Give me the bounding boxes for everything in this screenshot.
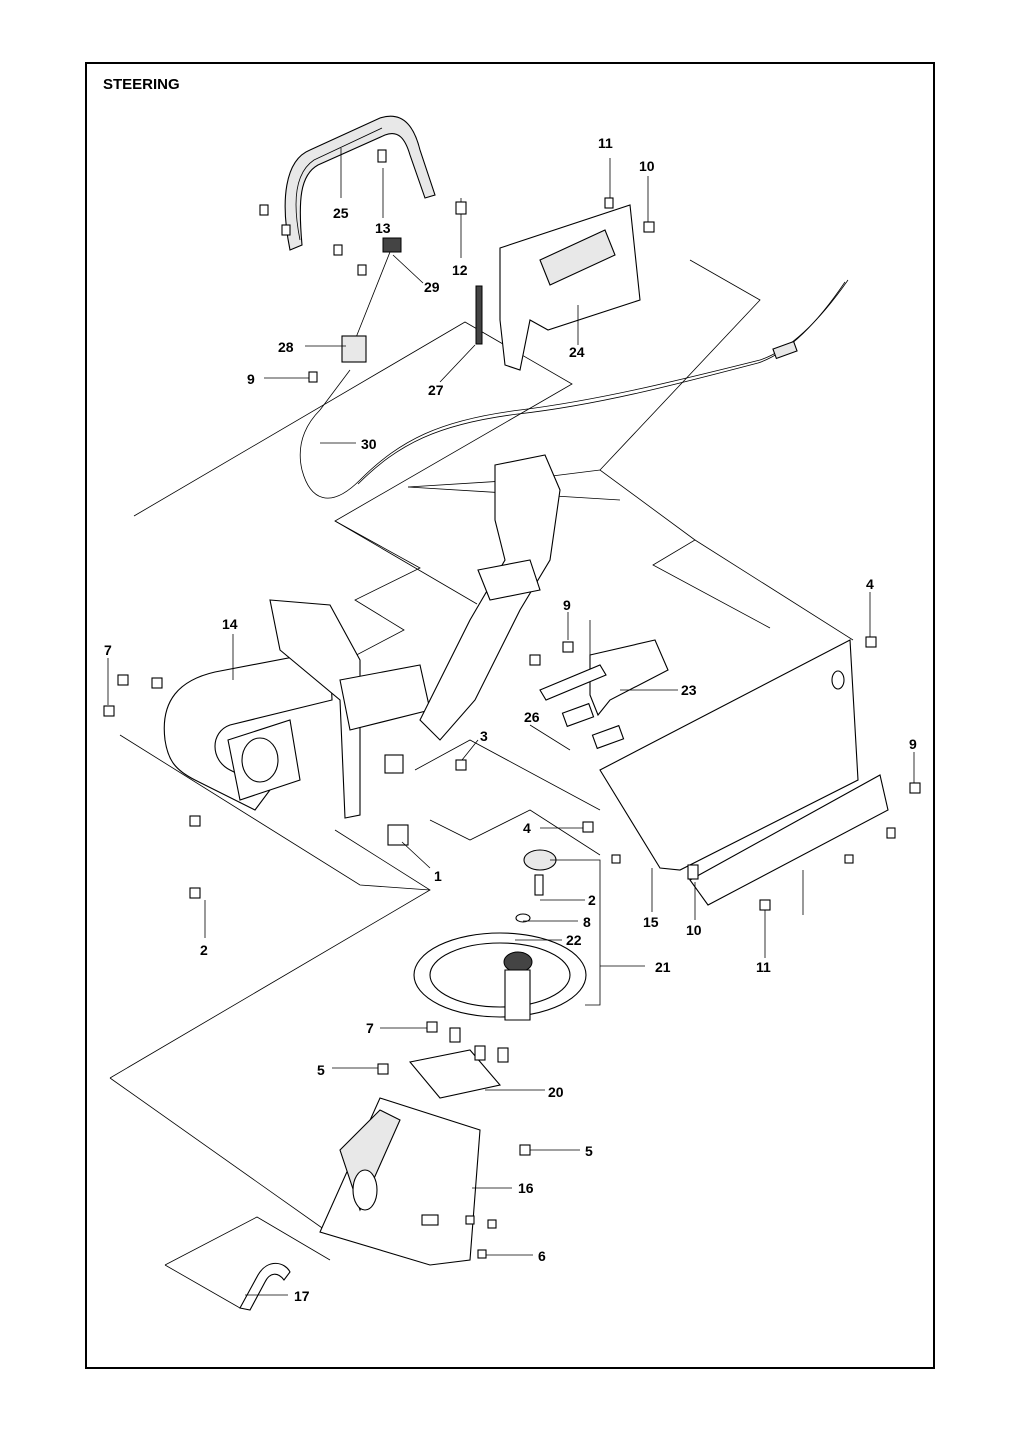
callout-28: 30 bbox=[361, 436, 377, 452]
callout-10: 10 bbox=[639, 158, 655, 174]
bushing bbox=[384, 754, 404, 774]
callout-9: 9 bbox=[247, 371, 255, 387]
dash-panel bbox=[561, 639, 859, 871]
mounting-strip bbox=[539, 664, 607, 701]
callout-4: 4 bbox=[523, 820, 531, 836]
callout-24: 26 bbox=[524, 709, 540, 725]
support-rail bbox=[689, 774, 889, 906]
callout-2: 2 bbox=[200, 942, 208, 958]
lift-handle bbox=[284, 115, 436, 251]
callout-17: 17 bbox=[294, 1288, 310, 1304]
callout-10: 10 bbox=[686, 922, 702, 938]
upright-support-panel bbox=[419, 454, 561, 741]
callout-4: 4 bbox=[866, 576, 874, 592]
callout-5: 5 bbox=[585, 1143, 593, 1159]
callout-5: 5 bbox=[317, 1062, 325, 1078]
callout-11: 11 bbox=[598, 135, 613, 151]
callout-19: 21 bbox=[655, 959, 671, 975]
callout-9: 9 bbox=[563, 597, 571, 613]
callout-26: 28 bbox=[278, 339, 294, 355]
callout-7: 7 bbox=[366, 1020, 374, 1036]
lever-bracket bbox=[475, 204, 641, 371]
callout-16: 16 bbox=[518, 1180, 534, 1196]
callout-3: 3 bbox=[480, 728, 488, 744]
mounting-bracket bbox=[589, 639, 669, 717]
callout-9: 9 bbox=[909, 736, 917, 752]
steering-column-housing bbox=[319, 1097, 481, 1266]
callout-22: 24 bbox=[569, 344, 585, 360]
callout-6: 6 bbox=[538, 1248, 546, 1264]
bushing bbox=[387, 824, 409, 846]
diagram-frame bbox=[85, 62, 935, 1369]
throttle-cable bbox=[299, 279, 849, 499]
callout-15: 15 bbox=[643, 914, 659, 930]
callout-12: 12 bbox=[452, 262, 468, 278]
callout-13: 13 bbox=[375, 220, 391, 236]
mounting-plate bbox=[408, 1049, 502, 1099]
fasteners bbox=[103, 149, 921, 1259]
steering-tube-frame bbox=[163, 599, 431, 819]
callout-8: 8 bbox=[583, 914, 591, 930]
link-rod bbox=[239, 1262, 291, 1311]
callout-2: 2 bbox=[588, 892, 596, 908]
callout-leader-lines bbox=[107, 148, 915, 1296]
callout-27: 29 bbox=[424, 279, 440, 295]
throttle-lever bbox=[341, 237, 402, 363]
callout-14: 14 bbox=[222, 616, 238, 632]
callout-7: 7 bbox=[104, 642, 112, 658]
diagram-title: STEERING bbox=[103, 76, 180, 93]
callout-labels: 11 10 25 13 12 29 24 27 28 9 30 14 7 3 9… bbox=[104, 135, 917, 1304]
callout-18: 20 bbox=[548, 1084, 564, 1100]
callout-23: 25 bbox=[333, 205, 349, 221]
callout-25: 27 bbox=[428, 382, 444, 398]
callout-21: 23 bbox=[681, 682, 697, 698]
callout-11: 11 bbox=[756, 959, 771, 975]
steering-wheel bbox=[413, 849, 587, 1021]
callout-20: 22 bbox=[566, 932, 582, 948]
callout-1: 1 bbox=[434, 868, 442, 884]
